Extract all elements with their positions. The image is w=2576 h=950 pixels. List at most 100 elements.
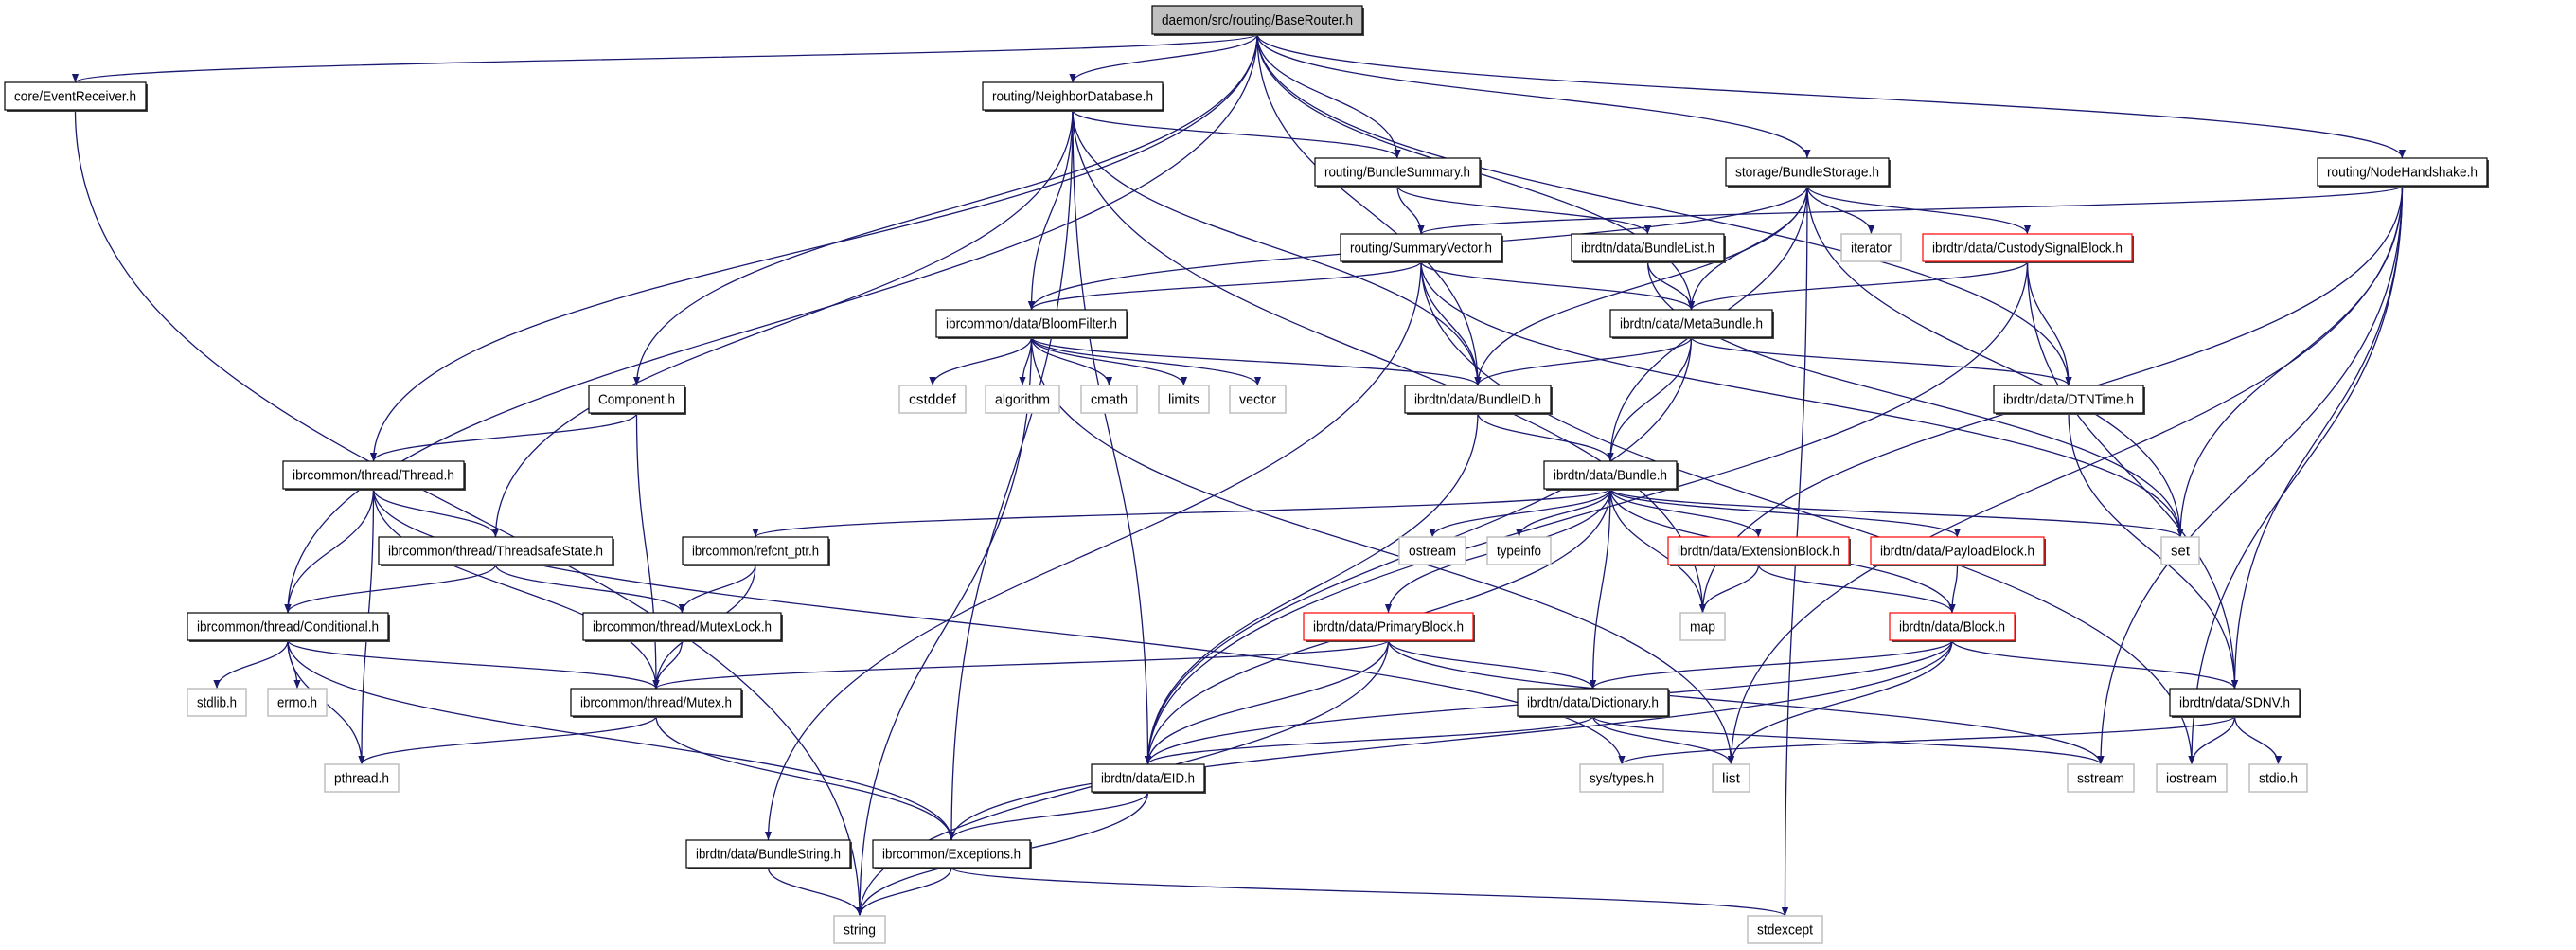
node-ibrdtn-data-metabundle-h[interactable]: ibrdtn/data/MetaBundle.h: [1609, 309, 1774, 339]
node-ibrdtn-data-custodysignalblock-h[interactable]: ibrdtn/data/CustodySignalBlock.h: [1922, 233, 2134, 263]
node-box: [682, 536, 829, 565]
node-box: [187, 612, 389, 641]
node-ibrcommon-thread-thread-h[interactable]: ibrcommon/thread/Thread.h: [282, 460, 466, 491]
node-box: [282, 460, 465, 490]
node-ibrdtn-data-dtntime-h[interactable]: ibrdtn/data/DTNTime.h: [1993, 385, 2145, 415]
edge-ibrdtn-data-dictionary-h-to-list: [1591, 715, 1735, 765]
node-box: [985, 385, 1060, 414]
edge-routing-nodehandshake-h-to-list: [1727, 185, 2404, 765]
node-label: ibrcommon/thread/Mutex.h: [580, 695, 732, 711]
node-box: [1609, 309, 1773, 338]
node-box: [1725, 157, 1890, 187]
node-stdio-h: stdio.h: [2248, 763, 2308, 793]
edge-daemon-src-routing-baserouter-h-to-routing-nodehandshake-h: [1256, 33, 2406, 159]
node-routing-summaryvector-h[interactable]: routing/SummaryVector.h: [1340, 233, 1503, 263]
node-label: string: [844, 923, 876, 939]
node-box: [2317, 157, 2488, 187]
node-box: [2160, 536, 2200, 565]
node-ibrdtn-data-block-h[interactable]: ibrdtn/data/Block.h: [1889, 612, 2016, 642]
node-ibrdtn-data-dictionary-h[interactable]: ibrdtn/data/Dictionary.h: [1517, 688, 1670, 718]
edge-ibrcommon-exceptions-h-to-stdexcept: [950, 867, 1788, 917]
node-ibrcommon-thread-mutex-h[interactable]: ibrcommon/thread/Mutex.h: [570, 688, 743, 718]
node-list: list: [1712, 763, 1750, 793]
node-ibrdtn-data-eid-h[interactable]: ibrdtn/data/EID.h: [1091, 763, 1206, 794]
node-label: stdio.h: [2259, 771, 2298, 787]
edge-ibrdtn-data-metabundle-h-to-ibrdtn-data-bundleid-h: [1474, 336, 1693, 386]
node-ibrcommon-thread-mutexlock-h[interactable]: ibrcommon/thread/MutexLock.h: [582, 612, 783, 642]
node-ibrdtn-data-payloadblock-h[interactable]: ibrdtn/data/PayloadBlock.h: [1870, 536, 2046, 566]
node-stdlib-h: stdlib.h: [187, 688, 247, 717]
node-ibrdtn-data-bundleid-h[interactable]: ibrdtn/data/BundleID.h: [1404, 385, 1553, 415]
edge-ibrdtn-data-extensionblock-h-to-ibrdtn-data-block-h: [1757, 564, 1956, 614]
node-daemon-src-routing-baserouter-h[interactable]: daemon/src/routing/BaseRouter.h: [1151, 5, 1364, 36]
node-ibrdtn-data-bundlelist-h[interactable]: ibrdtn/data/BundleList.h: [1571, 233, 1726, 263]
node-box: [588, 385, 685, 414]
node-ibrcommon-thread-conditional-h[interactable]: ibrcommon/thread/Conditional.h: [187, 612, 390, 642]
node-label: ibrcommon/data/BloomFilter.h: [946, 316, 1117, 332]
node-routing-bundlesummary-h[interactable]: routing/BundleSummary.h: [1314, 157, 1482, 188]
edge-daemon-src-routing-baserouter-h-to-ibrdtn-data-dtntime-h: [1256, 33, 2072, 386]
node-core-eventreceiver-h[interactable]: core/EventReceiver.h: [4, 81, 148, 112]
node-storage-bundlestorage-h[interactable]: storage/BundleStorage.h: [1725, 157, 1891, 188]
edge-ibrdtn-data-primaryblock-h-to-ibrcommon-thread-mutex-h: [652, 639, 1390, 690]
node-label: pthread.h: [334, 771, 389, 787]
node-label: stdexcept: [1757, 923, 1814, 939]
node-ibrcommon-exceptions-h[interactable]: ibrcommon/Exceptions.h: [872, 839, 1032, 869]
node-label: daemon/src/routing/BaseRouter.h: [1162, 12, 1353, 28]
node-set: set: [2160, 536, 2200, 565]
edge-ibrcommon-thread-threadsafestate-h-to-ibrcommon-thread-conditional-h: [284, 564, 497, 614]
node-ibrdtn-data-bundlestring-h[interactable]: ibrdtn/data/BundleString.h: [685, 839, 852, 869]
edge-ibrdtn-data-bundlestring-h-to-string: [767, 867, 863, 917]
node-component-h[interactable]: Component.h: [588, 385, 686, 415]
node-box: [2169, 688, 2301, 717]
edge-ibrdtn-data-bundle-h-to-ibrdtn-data-dictionary-h: [1589, 488, 1611, 690]
edge-daemon-src-routing-baserouter-h-to-ibrcommon-thread-thread-h: [369, 33, 1258, 462]
node-ibrdtn-data-bundle-h[interactable]: ibrdtn/data/Bundle.h: [1543, 460, 1679, 491]
node-ibrdtn-data-primaryblock-h[interactable]: ibrdtn/data/PrimaryBlock.h: [1303, 612, 1475, 642]
edge-ibrdtn-data-custodysignalblock-h-to-ibrdtn-data-dtntime-h: [2026, 260, 2072, 386]
edge-routing-neighbordatabase-h-to-map: [1072, 109, 1707, 614]
node-algorithm: algorithm: [985, 385, 1060, 414]
node-ibrdtn-data-extensionblock-h[interactable]: ibrdtn/data/ExtensionBlock.h: [1667, 536, 1851, 566]
node-label: sstream: [2077, 771, 2124, 787]
edge-ibrdtn-data-primaryblock-h-to-sstream: [1387, 639, 2105, 765]
node-label: limits: [1168, 392, 1199, 408]
node-box: [872, 839, 1031, 869]
edge-ibrcommon-data-bloomfilter-h-to-cmath: [1030, 336, 1113, 386]
node-box: [1151, 5, 1363, 35]
node-box: [935, 309, 1128, 338]
edge-ibrdtn-data-metabundle-h-to-ibrdtn-data-dtntime-h: [1690, 336, 2072, 386]
edge-ibrdtn-data-bundle-h-to-ibrcommon-refcnt-ptr-h: [752, 488, 1611, 538]
node-box: [1404, 385, 1552, 414]
node-label: ibrcommon/thread/ThreadsafeState.h: [388, 544, 603, 560]
edge-storage-bundlestorage-h-to-ibrdtn-data-metabundle-h: [1687, 185, 1808, 311]
node-box: [1486, 536, 1552, 565]
edge-daemon-src-routing-baserouter-h-to-storage-bundlestorage-h: [1256, 33, 1811, 159]
node-box: [324, 763, 400, 793]
node-ibrcommon-data-bloomfilter-h[interactable]: ibrcommon/data/BloomFilter.h: [935, 309, 1128, 339]
node-ibrcommon-refcnt-ptr-h[interactable]: ibrcommon/refcnt_ptr.h: [682, 536, 830, 566]
node-ibrcommon-thread-threadsafestate-h[interactable]: ibrcommon/thread/ThreadsafeState.h: [378, 536, 614, 566]
node-label: ibrdtn/data/Block.h: [1899, 619, 2005, 636]
node-stdexcept: stdexcept: [1747, 915, 1823, 944]
node-pthread-h: pthread.h: [324, 763, 400, 793]
edge-ibrcommon-data-bloomfilter-h-to-string: [856, 336, 1033, 917]
node-box: [685, 839, 851, 869]
node-box: [1398, 536, 1466, 565]
node-label: routing/SummaryVector.h: [1350, 241, 1492, 257]
edge-routing-neighbordatabase-h-to-ibrcommon-thread-threadsafestate-h: [491, 109, 1074, 538]
node-box: [1667, 536, 1850, 565]
node-label: vector: [1239, 392, 1276, 408]
node-routing-nodehandshake-h[interactable]: routing/NodeHandshake.h: [2317, 157, 2489, 188]
node-box: [833, 915, 886, 944]
node-ibrdtn-data-sdnv-h[interactable]: ibrdtn/data/SDNV.h: [2169, 688, 2301, 718]
edge-ibrdtn-data-custodysignalblock-h-to-ibrdtn-data-metabundle-h: [1688, 260, 2029, 311]
node-label: ibrdtn/data/SDNV.h: [2179, 695, 2290, 711]
node-box: [898, 385, 967, 414]
edge-ibrdtn-data-primaryblock-h-to-ibrdtn-data-dictionary-h: [1387, 639, 1597, 690]
edge-ibrdtn-data-bundle-h-to-ostream: [1429, 488, 1611, 538]
edge-ibrdtn-data-block-h-to-ibrcommon-exceptions-h: [948, 639, 1953, 841]
edge-ibrdtn-data-custodysignalblock-h-to-ibrdtn-data-eid-h: [1144, 260, 2029, 765]
node-routing-neighbordatabase-h[interactable]: routing/NeighborDatabase.h: [982, 81, 1164, 112]
